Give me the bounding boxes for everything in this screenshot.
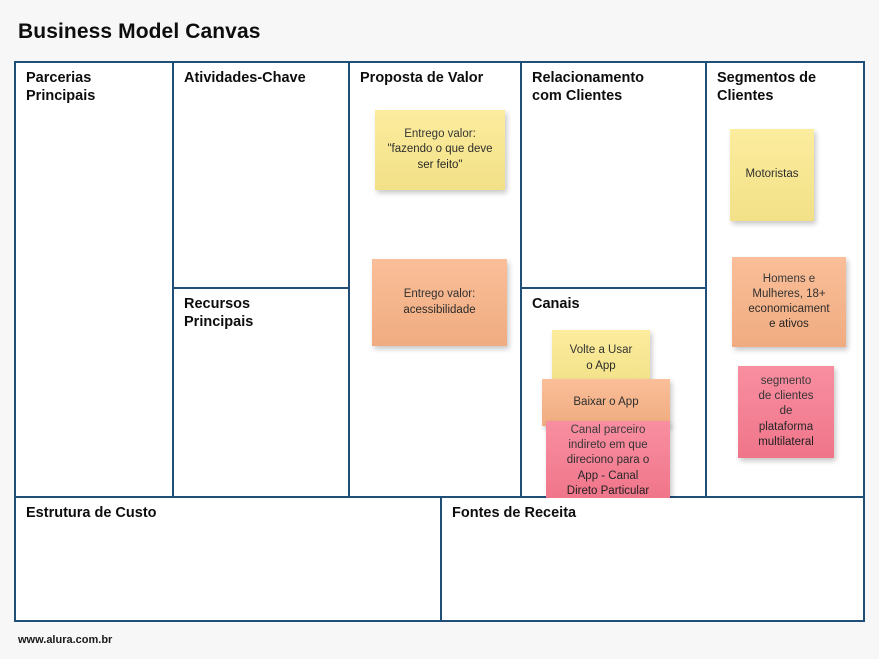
canvas-grid: Parcerias Principais Atividades-Chave Re… [14, 61, 865, 622]
block-title-revenue-streams: Fontes de Receita [452, 505, 577, 521]
block-revenue-streams[interactable]: Fontes de Receita [442, 498, 863, 620]
block-key-partners[interactable]: Parcerias Principais [16, 63, 174, 498]
block-title-customer-relationships: Relacionamento com Clientes [532, 70, 644, 104]
page-title: Business Model Canvas [18, 20, 261, 43]
block-title-cost-structure: Estrutura de Custo [26, 505, 157, 521]
sticky-note[interactable]: Motoristas [730, 129, 814, 221]
block-customer-relationships[interactable]: Relacionamento com Clientes [522, 63, 707, 289]
block-title-value-proposition: Proposta de Valor [360, 70, 484, 86]
block-key-resources[interactable]: Recursos Principais [174, 289, 350, 498]
block-title-key-resources: Recursos Principais [184, 296, 254, 330]
sticky-note[interactable]: Entrego valor: acessibilidade [372, 259, 507, 346]
block-channels[interactable]: Canais Volte a Usar o App Baixar o App C… [522, 289, 707, 501]
sticky-note[interactable]: Homens e Mulheres, 18+ economicament e a… [732, 257, 846, 347]
sticky-note[interactable]: Volte a Usar o App [552, 330, 650, 387]
block-customer-segments[interactable]: Segmentos de Clientes Motoristas Homens … [707, 63, 863, 498]
block-title-customer-segments: Segmentos de Clientes [717, 70, 817, 104]
sticky-note[interactable]: Baixar o App [542, 379, 670, 426]
sticky-note[interactable]: Canal parceiro indireto em que direciono… [546, 421, 670, 501]
sticky-note[interactable]: segmento de clientes de plataforma multi… [738, 366, 834, 458]
footer-url: www.alura.com.br [18, 634, 113, 646]
block-cost-structure[interactable]: Estrutura de Custo [16, 498, 442, 620]
sticky-note[interactable]: Entrego valor: "fazendo o que deve ser f… [375, 110, 505, 190]
block-title-channels: Canais [532, 296, 580, 312]
block-key-activities[interactable]: Atividades-Chave [174, 63, 350, 289]
block-title-key-activities: Atividades-Chave [184, 70, 306, 86]
block-value-proposition[interactable]: Proposta de Valor Entrego valor: "fazend… [350, 63, 522, 498]
block-title-key-partners: Parcerias Principais [26, 70, 96, 104]
